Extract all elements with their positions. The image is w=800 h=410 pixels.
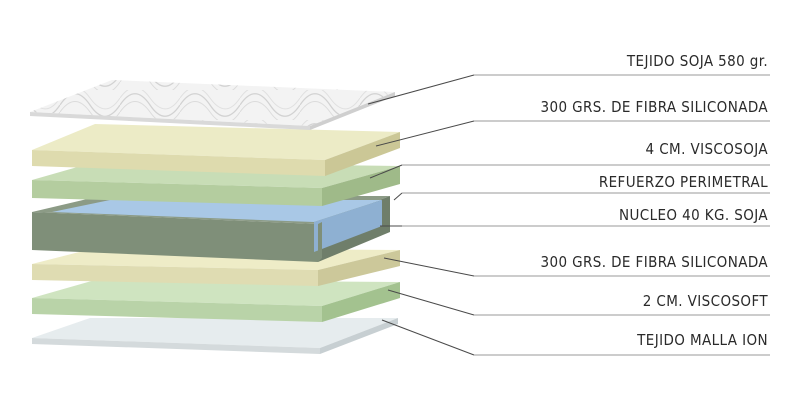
layer-core-block — [32, 196, 390, 262]
layer-2cm-viscosoft — [32, 280, 400, 322]
label-4cm-viscosoja: 4 CM. VISCOSOJA — [645, 140, 768, 158]
label-fibra-siliconada-top: 300 GRS. DE FIBRA SILICONADA — [540, 98, 768, 116]
label-2cm-viscosoft: 2 CM. VISCOSOFT — [642, 292, 768, 310]
label-nucleo-soja: NUCLEO 40 KG. SOJA — [618, 206, 768, 224]
label-refuerzo-perimetral: REFUERZO PERIMETRAL — [598, 173, 768, 191]
label-tejido-soja: TEJIDO SOJA 580 gr. — [626, 52, 768, 70]
layer-tejido-soja — [30, 80, 395, 130]
label-fibra-siliconada-bottom: 300 GRS. DE FIBRA SILICONADA — [540, 253, 768, 271]
label-separators — [402, 74, 770, 356]
layer-tejido-malla-ion — [32, 318, 398, 354]
label-tejido-malla-ion: TEJIDO MALLA ION — [637, 331, 768, 349]
leader-lines — [367, 74, 475, 356]
layer-fibra-siliconada-top — [32, 124, 400, 176]
